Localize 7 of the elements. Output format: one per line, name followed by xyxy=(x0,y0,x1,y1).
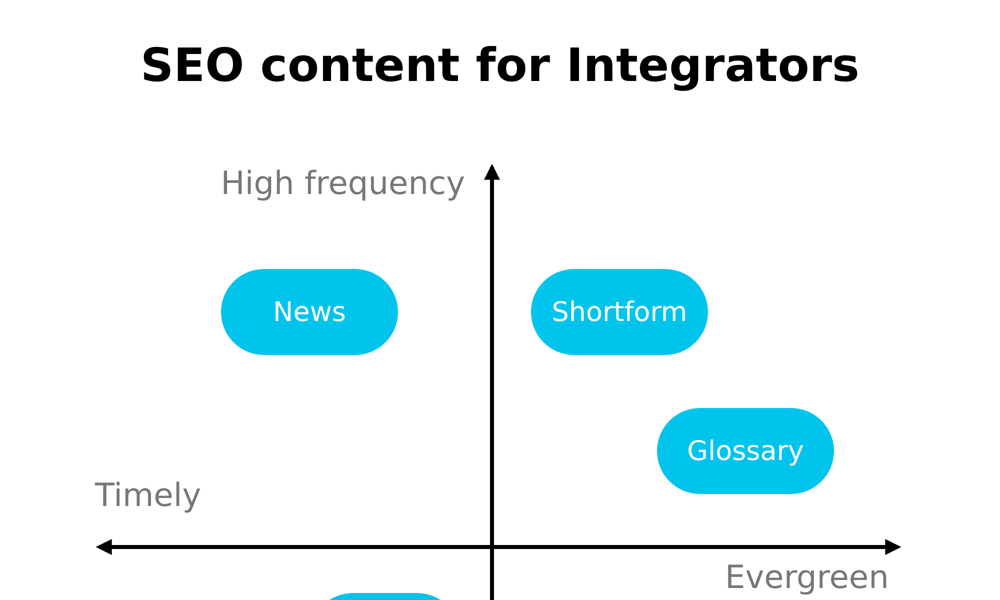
category-pill: Shortform xyxy=(531,269,708,355)
axis-label: High frequency xyxy=(220,166,465,202)
category-pill: Glossary xyxy=(657,408,834,494)
category-pill: News xyxy=(221,269,398,355)
axis-label: Evergreen xyxy=(725,560,889,596)
title: SEO content for Integrators xyxy=(140,38,860,92)
axis-label: Timely xyxy=(95,478,202,514)
